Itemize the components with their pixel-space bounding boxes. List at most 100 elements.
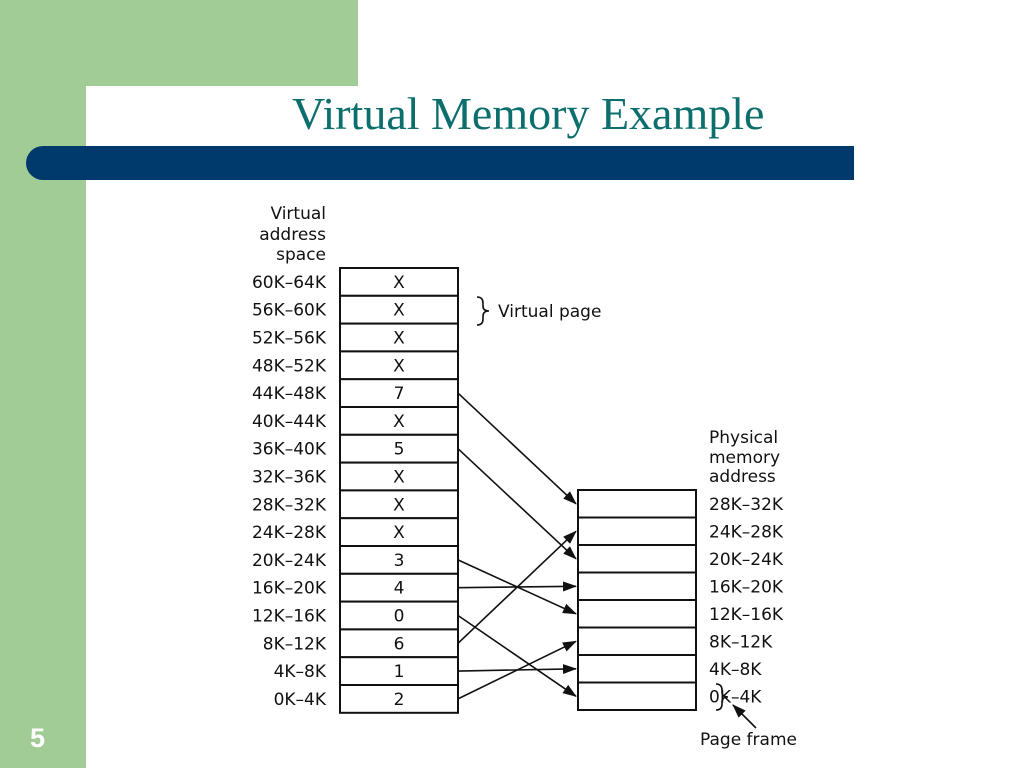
virtual-page-row: 36K–40K 5 [252, 433, 459, 464]
physical-range-label: 20K–24K [709, 550, 784, 570]
physical-range-label: 28K–32K [709, 495, 784, 515]
virtual-range-label: 36K–40K [252, 440, 327, 460]
virtual-range-label: 32K–36K [252, 468, 327, 488]
page-frame-callout: Page frame [700, 683, 797, 750]
virtual-page-brace [476, 296, 490, 326]
virtual-page-frame-value: 1 [394, 662, 405, 682]
virtual-range-label: 60K–64K [252, 273, 327, 293]
physical-frame-cell [577, 654, 697, 684]
virtual-page-cell [339, 656, 459, 687]
virtual-page-row: 12K–16K 0 [252, 600, 459, 631]
physical-frame-cell [577, 681, 697, 711]
mapping-arrow [457, 614, 577, 697]
physical-range-label: 16K–20K [709, 577, 784, 597]
virtual-page-cell [339, 600, 459, 631]
virtual-heading-line: Virtual [270, 204, 326, 224]
virtual-heading-line: space [276, 245, 326, 265]
virtual-page-frame-value: X [393, 495, 405, 515]
page-mapping-arrows [457, 392, 577, 700]
physical-range-label: 8K–12K [709, 632, 773, 652]
physical-range-label: 0K–4K [709, 687, 762, 707]
physical-frame-row: 4K–8K [577, 654, 762, 684]
page-frame-brace [715, 683, 729, 711]
virtual-page-cell [339, 572, 459, 603]
physical-heading-line: Physical [709, 428, 778, 448]
physical-frame-cell [577, 626, 697, 656]
virtual-page-frame-value: X [393, 273, 405, 293]
mapping-arrow [457, 640, 577, 700]
physical-frame-row: 8K–12K [577, 626, 773, 656]
virtual-page-cell [339, 461, 459, 492]
virtual-range-label: 44K–48K [252, 384, 327, 404]
virtual-page-row: 24K–28K X [252, 517, 459, 548]
virtual-range-label: 12K–16K [252, 607, 327, 627]
virtual-page-cell [339, 378, 459, 409]
physical-frame-row: 12K–16K [577, 599, 784, 629]
physical-frame-row: 20K–24K [577, 544, 784, 574]
virtual-range-label: 52K–56K [252, 329, 327, 349]
virtual-page-row: 0K–4K 2 [274, 684, 459, 714]
virtual-range-label: 40K–44K [252, 412, 327, 432]
virtual-page-cell [339, 684, 459, 714]
virtual-page-label: Virtual page [498, 302, 601, 322]
mapping-arrow [457, 530, 577, 644]
virtual-page-frame-value: X [393, 329, 405, 349]
physical-frame-cell [577, 571, 697, 601]
virtual-page-row: 4K–8K 1 [274, 656, 459, 687]
top-decor-bar [0, 0, 358, 86]
virtual-page-frame-value: X [393, 523, 405, 543]
virtual-page-frame-value: 2 [394, 690, 405, 710]
virtual-page-frame-value: 0 [394, 607, 405, 627]
virtual-page-frame-value: X [393, 468, 405, 488]
virtual-range-label: 24K–28K [252, 523, 327, 543]
virtual-page-cell [339, 406, 459, 436]
virtual-range-label: 4K–8K [274, 662, 327, 682]
virtual-heading-line: address [259, 225, 326, 245]
physical-range-label: 24K–28K [709, 522, 784, 542]
physical-frame-cell [577, 489, 697, 519]
virtual-range-label: 0K–4K [274, 690, 327, 710]
physical-frame-cell [577, 516, 697, 546]
physical-heading-line: memory [709, 448, 780, 468]
page-frame-label: Page frame [700, 730, 797, 750]
physical-frame-row: 24K–28K [577, 516, 784, 546]
slide-number: 5 [30, 723, 46, 753]
title-banner [26, 146, 854, 180]
virtual-page-cell [339, 350, 459, 381]
virtual-page-row: 32K–36K X [252, 461, 459, 492]
side-decor-bar [0, 0, 86, 768]
virtual-range-label: 8K–12K [263, 634, 327, 654]
virtual-range-label: 20K–24K [252, 551, 327, 571]
virtual-page-frame-value: X [393, 356, 405, 376]
virtual-page-row: 28K–32K X [252, 489, 459, 520]
virtual-page-cell [339, 294, 459, 325]
virtual-page-row: 52K–56K X [252, 322, 459, 353]
physical-heading: Physical memory address [709, 428, 780, 487]
virtual-page-frame-value: 5 [394, 440, 405, 460]
virtual-page-row: 60K–64K X [252, 267, 459, 297]
virtual-page-cell [339, 267, 459, 297]
virtual-range-label: 56K–60K [252, 301, 327, 321]
virtual-page-callout: Virtual page [476, 296, 601, 326]
mapping-arrow [457, 392, 577, 505]
virtual-page-row: 20K–24K 3 [252, 545, 459, 575]
virtual-page-frame-value: 6 [394, 634, 405, 654]
virtual-page-frame-value: 3 [394, 551, 405, 571]
slide-title: Virtual Memory Example [292, 88, 765, 139]
physical-frame-cell [577, 544, 697, 574]
physical-frame-cell [577, 599, 697, 629]
physical-range-label: 4K–8K [709, 660, 762, 680]
virtual-page-row: 56K–60K X [252, 294, 459, 325]
virtual-range-label: 28K–32K [252, 495, 327, 515]
page-frame-pointer [732, 704, 757, 729]
virtual-page-frame-value: X [393, 301, 405, 321]
virtual-page-row: 8K–12K 6 [263, 628, 459, 659]
physical-range-label: 12K–16K [709, 605, 784, 625]
physical-heading-line: address [709, 467, 776, 487]
